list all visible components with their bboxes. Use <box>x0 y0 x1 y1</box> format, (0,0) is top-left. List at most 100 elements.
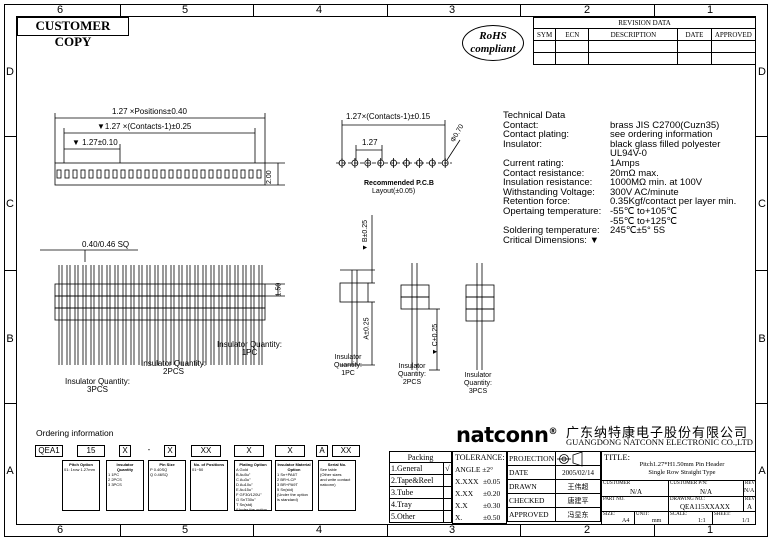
pcb-layout-title: Recommended P.C.B <box>364 180 434 187</box>
technical-label: Soldering temperature: <box>503 225 600 237</box>
dim-a-length: A±0.25 <box>363 317 371 340</box>
ordering-option-line: 5 Sn(std) <box>277 487 294 492</box>
unit-value: mm <box>652 518 662 524</box>
ordering-code-box: X <box>164 445 176 457</box>
revision-table: REVISION DATA SYM ECN DESCRIPTION DATE A… <box>532 17 757 65</box>
company-logo: natconn® <box>456 423 557 447</box>
zone-col-5-top: 5 <box>181 4 189 16</box>
technical-label: Contact: <box>503 119 539 131</box>
date-value: 2005/02/14 <box>555 465 601 480</box>
rev2-value: A <box>747 503 753 511</box>
ordering-option-title: Insulator Quantity <box>116 462 134 472</box>
ordering-option-line: natconn) <box>320 482 336 487</box>
header-slot <box>136 169 142 179</box>
ordering-option-title: Pitch Option <box>69 462 93 467</box>
zone-col-5-bottom: 5 <box>181 524 189 536</box>
ordering-option-line: P 0.40SQ <box>150 467 168 472</box>
tolerance-row: X.XX±0.20 <box>453 488 506 500</box>
technical-row: Contact resistance:20mΩ max. <box>503 168 659 179</box>
zone-row-a-right: A <box>758 465 766 477</box>
ordering-option-title: Plating Option <box>239 462 267 467</box>
approved-value: 冯显东 <box>555 507 601 522</box>
title-divider <box>668 511 669 525</box>
header-slot <box>168 169 174 179</box>
header-slot <box>224 169 230 179</box>
technical-label: Insulator: <box>503 138 543 150</box>
technical-label: Current rating: <box>503 157 564 169</box>
ordering-option-title: Pin Size <box>159 462 175 467</box>
technical-value: 300V AC/minute <box>610 186 679 198</box>
packing-item: 1.General <box>389 462 444 475</box>
title-divider <box>743 480 744 511</box>
title-divider <box>712 511 713 525</box>
header-slot <box>232 169 238 179</box>
drawing-no-value: QEA115XXAXX <box>680 503 730 511</box>
header-slot <box>112 169 118 179</box>
rev-label: REV <box>745 481 755 486</box>
technical-row: Withstanding Voltage:300V AC/minute <box>503 187 679 198</box>
size-value: A4 <box>622 518 630 524</box>
header-slot <box>128 169 134 179</box>
scale-value: 1:1 <box>698 518 706 524</box>
customer-value: N/A <box>630 488 643 496</box>
zone-divider <box>253 525 254 537</box>
technical-row: Contact: brass JIS C2700(Cuzn35) <box>503 119 719 131</box>
drawing-no-label: DRAWING NO.: <box>670 497 705 502</box>
caption-qty-2pcs: Insulator Quantity: 2PCS <box>136 360 211 376</box>
technical-value: brass JIS C2700(Cuzn35) <box>610 119 720 131</box>
caption-side-2pcs: Insulator Quantity: 2PCS <box>394 363 430 387</box>
ordering-option-title: Serial No. <box>327 462 347 467</box>
technical-value: 20mΩ max. <box>610 167 659 179</box>
tolerance-label: X.X <box>455 501 468 510</box>
technical-row: -55℃ to+125℃ <box>503 216 677 227</box>
dim-pitch: ▼ 1.27±0.10 <box>72 138 118 147</box>
zone-divider <box>520 525 521 537</box>
rohs-compliant-text: compliant <box>470 43 516 55</box>
tolerance-value: ±0.50 <box>483 513 501 522</box>
header-slot <box>104 169 110 179</box>
zone-divider <box>387 525 388 537</box>
size-label: SIZE: <box>603 512 615 517</box>
checked-label: CHECKED <box>506 493 557 508</box>
zone-row-c-left: C <box>6 198 14 210</box>
ordering-option-line: A Gold <box>236 467 249 472</box>
technical-label: Critical Dimensions: ▼ <box>503 234 599 246</box>
zone-divider <box>520 4 521 16</box>
drawn-label: DRAWN <box>506 479 557 494</box>
ordering-option-line: 2 2PCS <box>108 477 122 482</box>
header-top-view <box>54 162 266 186</box>
drawn-value: 王伟超 <box>555 479 601 494</box>
dim-pcb-contacts: 1.27×(Contacts-1)±0.15 <box>346 112 431 121</box>
tolerance-title: TOLERANCE: <box>455 453 505 462</box>
dim-pin-square: 0.40/0.46 SQ <box>82 240 130 249</box>
header-slot <box>144 169 150 179</box>
sheet-value: 1/1 <box>742 518 750 524</box>
company-brand: natconn <box>456 423 549 447</box>
header-slot <box>88 169 94 179</box>
ordering-code-box: QEA1 <box>35 445 63 457</box>
tolerance-row: X.XXX ±0.05 <box>453 476 506 488</box>
zone-col-6-bottom: 6 <box>56 524 64 536</box>
ordering-option-line: 3 BR+PA9T <box>277 482 298 487</box>
technical-value: UL94V-0 <box>610 148 647 160</box>
caption-text: Insulator Quantity: <box>65 377 130 386</box>
ordering-option-line: (Other sizes <box>320 472 342 477</box>
header-slot <box>240 169 246 179</box>
caption-text: Quantity: <box>397 371 426 378</box>
caption-qty-3pcs: Insulator Quantity: 3PCS <box>60 378 135 394</box>
zone-col-2-bottom: 2 <box>583 524 591 536</box>
technical-row: Opertaing temperature:-55℃ to+105℃ <box>503 207 677 217</box>
packing-check: √ <box>443 462 452 475</box>
tolerance-value: ±0.05 <box>483 477 501 486</box>
tolerance-label: X.XXX <box>455 477 479 486</box>
checked-value: 唐建平 <box>555 493 601 508</box>
zone-col-4-bottom: 4 <box>315 524 323 536</box>
zone-divider <box>756 403 768 404</box>
unit-label: UNIT: <box>636 512 650 517</box>
